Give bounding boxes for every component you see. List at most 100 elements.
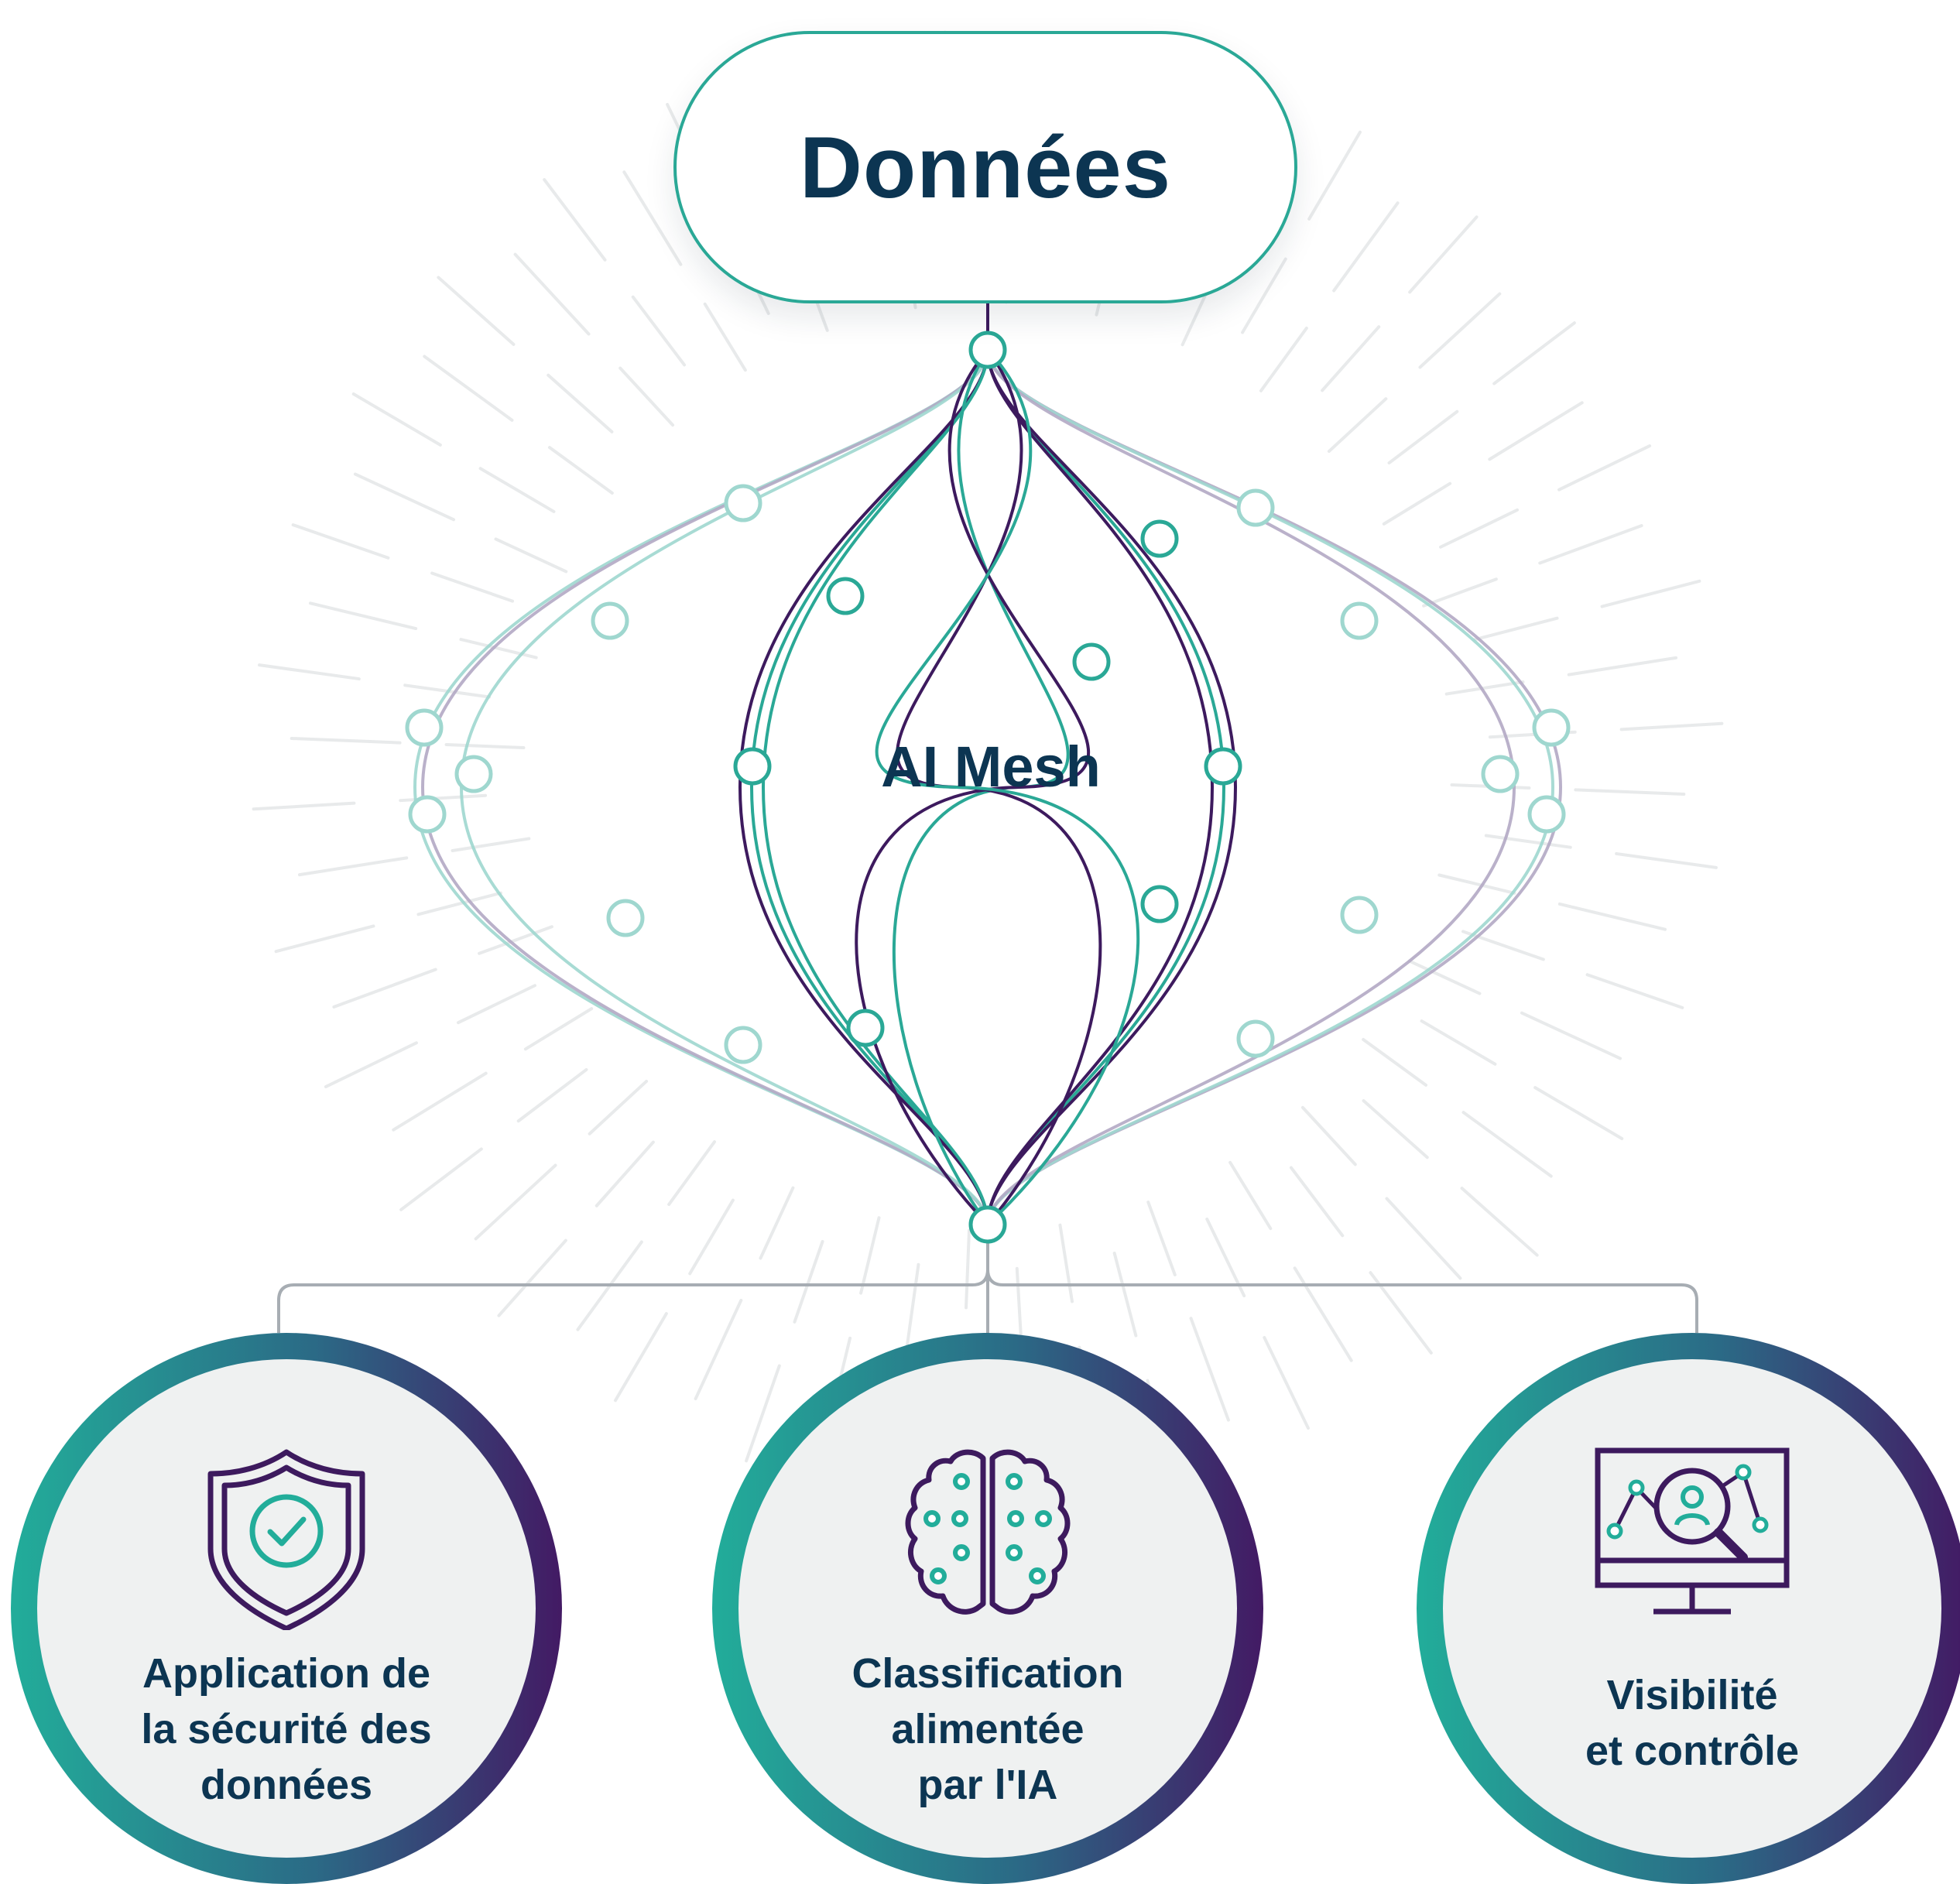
ray-segment: [494, 537, 568, 574]
mesh-node: [591, 601, 629, 640]
ray-segment: [1307, 130, 1362, 221]
ray-segment: [1418, 292, 1502, 369]
mesh-node: [606, 899, 645, 937]
mesh-node: [1340, 896, 1379, 934]
ray-segment: [1387, 409, 1459, 465]
ray-segment: [478, 925, 553, 955]
pillar-visibility: Visibilité et contrôle: [1417, 1333, 1960, 1884]
shield-check-icon: [207, 1449, 365, 1630]
ray-segment: [478, 467, 556, 513]
ray-segment: [423, 355, 514, 422]
mesh-node: [405, 708, 444, 747]
mesh-node: [408, 795, 447, 834]
pillar-classification-line-3: par l'IA: [917, 1762, 1058, 1808]
ray-segment: [1327, 397, 1388, 454]
ray-segment: [1362, 1099, 1429, 1160]
ray-segment: [1362, 1038, 1428, 1087]
mesh-node: [1527, 795, 1566, 834]
ray-segment: [703, 302, 747, 372]
ray-segment: [859, 1216, 881, 1295]
mesh-node: [1072, 642, 1111, 681]
mesh-curve: [986, 349, 1215, 1225]
ray-segment: [1461, 1111, 1553, 1178]
ray-segment: [1619, 721, 1724, 731]
ray-segment: [1241, 257, 1287, 334]
mesh-node: [968, 1205, 1007, 1244]
mesh-node: [1236, 1019, 1275, 1058]
ray-segment: [1557, 902, 1667, 931]
mesh-curve: [738, 349, 989, 1225]
ray-segment: [1520, 1011, 1622, 1060]
mesh-node: [454, 755, 493, 793]
ray-segment: [474, 1163, 557, 1241]
mesh-node: [1204, 747, 1242, 786]
ray-segment: [399, 1147, 483, 1211]
pillar-visibility-inner: Visibilité et contrôle: [1443, 1359, 1941, 1858]
ray-segment: [1473, 616, 1559, 642]
pillar-classification-inner: Classification alimentée par l'IA: [738, 1359, 1237, 1858]
mesh-curve: [749, 349, 989, 1225]
mesh-node: [724, 1026, 762, 1064]
ray-segment: [543, 178, 607, 262]
brain-circuit-icon: [905, 1449, 1071, 1615]
pillar-visibility-line-1: Visibilité: [1606, 1672, 1778, 1718]
pillar-security-inner: Application de la sécurité des données: [37, 1359, 536, 1858]
pillar-classification-line-1: Classification: [852, 1650, 1124, 1697]
pillar-classification: Classification alimentée par l'IA: [712, 1333, 1263, 1884]
ray-segment: [451, 837, 531, 852]
ray-segment: [667, 1140, 716, 1207]
ray-segment: [444, 743, 526, 750]
ray-segment: [745, 1364, 781, 1463]
ray-segment: [291, 523, 390, 560]
monitor-analytics-icon: [1595, 1447, 1790, 1615]
ray-segment: [1492, 321, 1576, 385]
ray-segment: [595, 1140, 655, 1207]
mesh-node: [1481, 755, 1520, 793]
ray-segment: [297, 856, 409, 877]
ray-segment: [1205, 1218, 1246, 1298]
ray-segment: [1557, 444, 1652, 492]
ray-segment: [1259, 326, 1308, 392]
pillar-connectors: [277, 1225, 1698, 1333]
ray-segment: [392, 1071, 488, 1132]
ray-segment: [631, 295, 687, 367]
ray-segment: [1385, 1197, 1462, 1280]
ray-segment: [1533, 1086, 1624, 1140]
ray-segment: [516, 1067, 588, 1123]
ray-segment: [1422, 577, 1498, 608]
mesh-node: [1236, 488, 1275, 527]
mesh-node: [1340, 601, 1379, 640]
mesh-node: [968, 331, 1007, 369]
mesh-node: [1532, 708, 1571, 747]
pillar-security-label: Application de la sécurité des données: [68, 1646, 505, 1813]
ray-segment: [430, 571, 515, 603]
ray-segment: [309, 601, 418, 631]
ray-segment: [1615, 851, 1718, 869]
mesh-paths: [413, 303, 1563, 1226]
mesh-curve: [986, 349, 1238, 1225]
pillar-visibility-label: Visibilité et contrôle: [1474, 1667, 1910, 1779]
mesh-curve: [420, 349, 989, 1225]
ray-segment: [290, 737, 402, 745]
ray-segment: [1146, 1201, 1177, 1276]
ray-segment: [588, 1079, 649, 1136]
pillar-classification-label: Classification alimentée par l'IA: [769, 1646, 1206, 1813]
ray-segment: [1439, 508, 1520, 549]
ray-segment: [1484, 834, 1572, 849]
pillar-connector-lines: [277, 1225, 1698, 1333]
ray-segment: [437, 276, 516, 346]
ray-segment: [1289, 1166, 1345, 1238]
ray-segment: [497, 1238, 567, 1317]
ray-segment: [614, 1312, 668, 1403]
ray-segment: [905, 1262, 920, 1351]
mesh-nodes: [405, 331, 1571, 1244]
ray-segment: [523, 1007, 594, 1051]
ray-segment: [416, 891, 502, 916]
ray-segment: [759, 1186, 795, 1260]
pillar-security-line-1: Application de: [142, 1650, 430, 1697]
ray-segment: [324, 1041, 418, 1088]
mesh-node: [1140, 519, 1179, 558]
ray-segment: [258, 663, 361, 681]
ray-segment: [965, 1228, 971, 1310]
